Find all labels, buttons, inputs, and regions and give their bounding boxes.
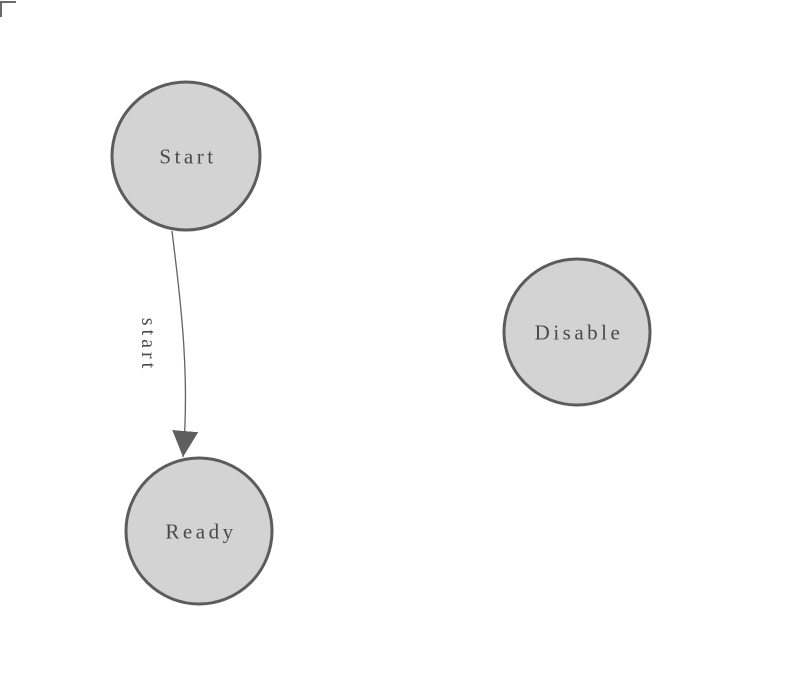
paper-origin-corner-icon — [0, 1, 16, 17]
state-node-ready[interactable]: Ready — [124, 456, 274, 606]
state-label-ready: Ready — [165, 519, 236, 543]
state-node-start[interactable]: Start — [110, 80, 262, 232]
state-circle-disable[interactable] — [502, 257, 652, 407]
edge-label-start[interactable]: start — [137, 318, 159, 372]
transition-edge-start-to-ready[interactable] — [171, 230, 199, 458]
state-circle-ready[interactable] — [124, 456, 274, 606]
state-label-disable: Disable — [535, 320, 624, 344]
state-circle-start[interactable] — [110, 80, 262, 232]
state-node-disable[interactable]: Disable — [502, 257, 652, 407]
state-label-start: Start — [159, 144, 216, 168]
